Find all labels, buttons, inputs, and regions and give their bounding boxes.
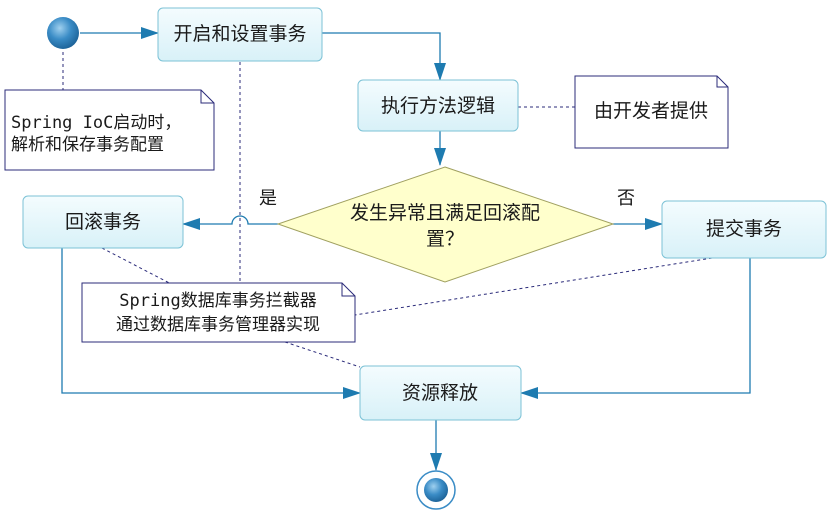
edge-label-no: 否 (617, 188, 635, 209)
connector-commit-interceptor (354, 257, 713, 316)
decision-label-line1: 发生异常且满足回滚配 (350, 202, 540, 224)
decision-diamond: 发生异常且满足回滚配 置？ (276, 166, 615, 283)
node-rollback-label: 回滚事务 (65, 211, 141, 233)
node-execute-logic: 执行方法逻辑 (357, 79, 519, 132)
flow-edges (61, 27, 751, 471)
edge-rollback-release (61, 248, 361, 399)
edge-commit-release (520, 258, 751, 399)
note-ioc-line2: 解析和保存事务配置 (11, 135, 164, 155)
node-commit: 提交事务 (661, 200, 827, 259)
note-interceptor-line1: Spring数据库事务拦截器 (119, 291, 316, 311)
edge-condition-rollback (182, 215, 278, 230)
note-developer-label: 由开发者提供 (594, 100, 708, 122)
end-node (416, 470, 456, 510)
note-interceptor-line2: 通过数据库事务管理器实现 (116, 315, 320, 335)
note-ioc-line1: Spring IoC启动时， (11, 113, 181, 133)
edge-label-yes: 是 (259, 188, 277, 209)
start-node (47, 17, 79, 49)
node-release: 资源释放 (359, 365, 522, 421)
node-open-transaction-label: 开启和设置事务 (173, 23, 306, 45)
node-open-transaction: 开启和设置事务 (157, 7, 323, 62)
note-developer: 由开发者提供 (574, 75, 729, 149)
edge-open-exec (322, 32, 446, 81)
connector-interceptor-release (284, 341, 361, 368)
node-release-label: 资源释放 (402, 382, 478, 404)
note-ioc: Spring IoC启动时， 解析和保存事务配置 (4, 89, 215, 171)
note-connectors (62, 52, 713, 368)
node-execute-logic-label: 执行方法逻辑 (381, 95, 495, 117)
node-rollback: 回滚事务 (22, 195, 184, 249)
connector-rollback-interceptor (101, 247, 176, 287)
node-commit-label: 提交事务 (706, 218, 782, 240)
decision-label-line2: 置？ (426, 228, 464, 250)
note-interceptor: Spring数据库事务拦截器 通过数据库事务管理器实现 (81, 282, 356, 343)
